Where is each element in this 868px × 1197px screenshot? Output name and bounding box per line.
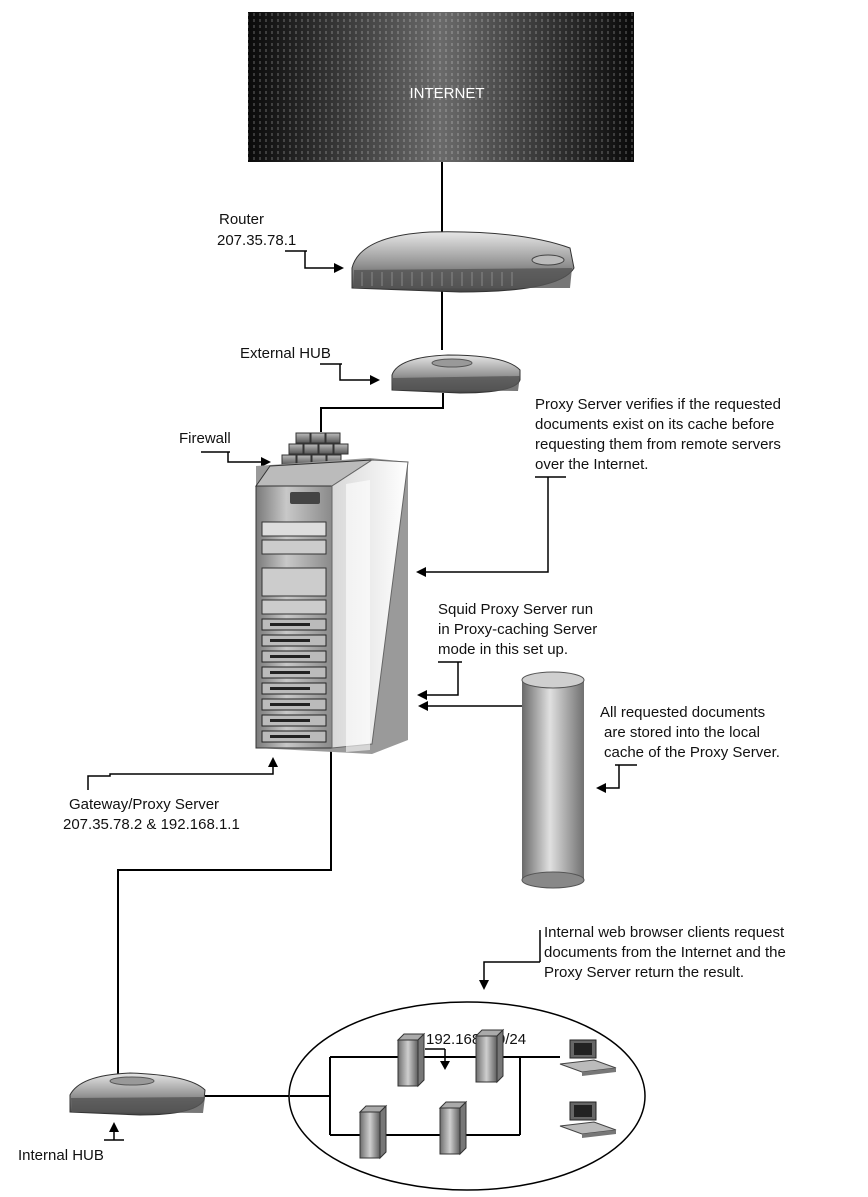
storage-note-line: are stored into the local	[604, 724, 760, 741]
storage-note-line: cache of the Proxy Server.	[604, 744, 780, 761]
internal-hub-pointer	[104, 1122, 124, 1140]
router-pointer	[285, 251, 344, 273]
cache-storage-cylinder	[522, 672, 584, 888]
storage-pointer	[596, 765, 637, 793]
internal-hub-device	[70, 1073, 205, 1115]
router-name: Router	[219, 211, 264, 228]
firewall-name: Firewall	[179, 430, 231, 447]
squid-pointer	[417, 662, 462, 700]
external-hub-device	[392, 355, 520, 393]
hub-firewall-link	[321, 393, 443, 432]
storage-note: All requested documents are stored into …	[600, 704, 780, 761]
proxy-cache-note-line: requesting them from remote servers	[535, 436, 781, 453]
proxy-cache-note-line: over the Internet.	[535, 456, 648, 473]
clients-note-line: Internal web browser clients request	[544, 924, 785, 941]
cache-pointer	[418, 701, 522, 711]
proxy-cache-note-line: Proxy Server verifies if the requested	[535, 396, 781, 413]
lan-segment: 192.168.1.0/24	[289, 1002, 645, 1190]
squid-note: Squid Proxy Server run in Proxy-caching …	[438, 601, 597, 658]
lan-server-2	[476, 1030, 503, 1082]
lan-server-4	[440, 1102, 466, 1154]
storage-note-line: All requested documents	[600, 704, 765, 721]
clients-note-line: documents from the Internet and the	[544, 944, 786, 961]
external-hub-pointer	[320, 364, 380, 385]
router-device	[352, 232, 574, 292]
internet-cloud: INTERNET	[248, 12, 634, 162]
router-ip: 207.35.78.1	[217, 232, 296, 249]
firewall-pointer	[201, 452, 271, 467]
clients-note: Internal web browser clients request doc…	[544, 924, 786, 981]
gateway-ips: 207.35.78.2 & 192.168.1.1	[63, 816, 240, 833]
proxy-server-tower	[256, 458, 408, 754]
proxy-cache-note: Proxy Server verifies if the requested d…	[535, 396, 781, 473]
lan-server-3	[360, 1106, 386, 1158]
lan-server-1	[398, 1034, 424, 1086]
internet-label: INTERNET	[410, 85, 485, 102]
proxy-cache-note-line: documents exist on its cache before	[535, 416, 774, 433]
external-hub-name: External HUB	[240, 345, 331, 362]
squid-note-line: in Proxy-caching Server	[438, 621, 597, 638]
squid-note-line: mode in this set up.	[438, 641, 568, 658]
gateway-name: Gateway/Proxy Server	[69, 796, 219, 813]
internal-hub-name: Internal HUB	[18, 1147, 104, 1164]
gateway-pointer	[88, 757, 278, 790]
clients-note-line: Proxy Server return the result.	[544, 964, 744, 981]
clients-pointer	[479, 930, 540, 990]
squid-note-line: Squid Proxy Server run	[438, 601, 593, 618]
proxy-cache-pointer	[416, 477, 566, 577]
